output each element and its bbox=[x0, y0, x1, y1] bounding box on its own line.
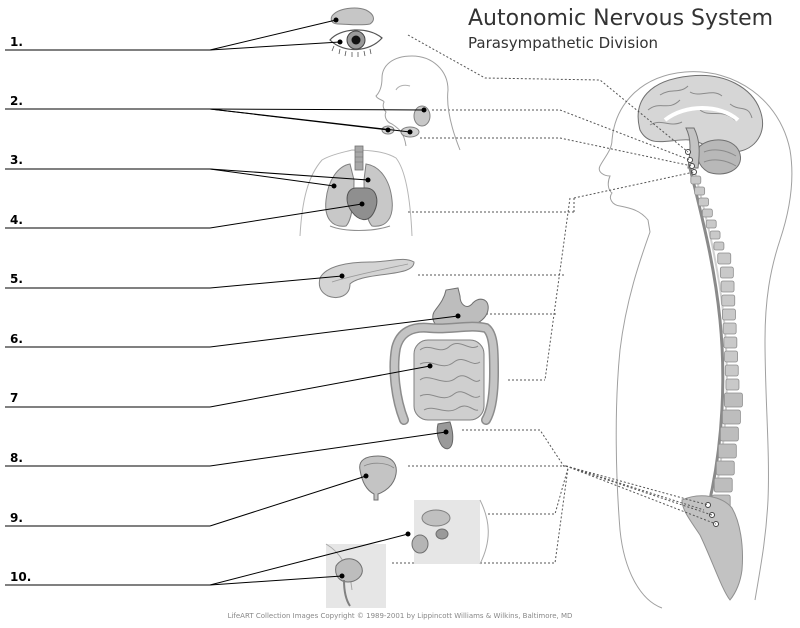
label-number-6: 6. bbox=[10, 332, 23, 346]
head-illustration bbox=[375, 55, 461, 151]
corpus-callosum bbox=[663, 106, 740, 122]
page-title: Autonomic Nervous System bbox=[468, 6, 774, 31]
stomach-illustration bbox=[432, 287, 489, 331]
label-number-2: 2. bbox=[10, 94, 23, 108]
label-number-4: 4. bbox=[10, 213, 23, 227]
leader-lines bbox=[209, 19, 459, 586]
vertebra bbox=[725, 378, 740, 391]
vertebra bbox=[705, 219, 717, 229]
vertebra bbox=[722, 308, 736, 321]
bladder-illustration bbox=[359, 455, 397, 501]
back-outline bbox=[754, 149, 793, 601]
vertebra bbox=[690, 175, 702, 185]
label-number-8: 8. bbox=[10, 451, 23, 465]
vertebra bbox=[698, 197, 709, 207]
vertebra bbox=[722, 322, 737, 335]
leader-endpoints bbox=[331, 17, 461, 579]
torso-illustration bbox=[299, 145, 413, 237]
vertebra bbox=[720, 280, 735, 293]
male-reproductive-illustration bbox=[411, 499, 489, 565]
vertebra bbox=[719, 266, 734, 279]
vertebra bbox=[724, 364, 739, 377]
body-outline bbox=[598, 71, 791, 609]
label-number-1: 1. bbox=[10, 35, 23, 49]
vertebra bbox=[719, 426, 739, 442]
vertebra bbox=[709, 230, 721, 240]
body-silhouette bbox=[598, 71, 793, 609]
trachea bbox=[354, 145, 364, 171]
vertebral-column bbox=[690, 175, 743, 510]
vertebra bbox=[722, 409, 741, 425]
vertebra bbox=[721, 294, 736, 307]
eye-illustration bbox=[329, 7, 383, 57]
answer-lines bbox=[5, 49, 210, 586]
label-number-5: 5. bbox=[10, 272, 23, 286]
vertebra bbox=[717, 252, 732, 265]
small-intestine bbox=[413, 339, 485, 421]
vertebra bbox=[724, 392, 743, 408]
rectum-illustration bbox=[436, 421, 454, 450]
label-number-7: 7 bbox=[10, 391, 19, 405]
vertebra bbox=[723, 336, 738, 349]
brain-hemisphere bbox=[637, 74, 763, 153]
vertebra bbox=[724, 350, 738, 363]
intestines-illustration bbox=[389, 321, 500, 425]
vertebra bbox=[715, 460, 735, 476]
vertebra bbox=[713, 477, 733, 493]
cerebellum bbox=[696, 139, 741, 175]
page-subtitle: Parasympathetic Division bbox=[468, 34, 659, 52]
vertebra bbox=[694, 186, 706, 196]
copyright-notice: LifeART Collection Images Copyright © 19… bbox=[227, 612, 573, 620]
label-number-3: 3. bbox=[10, 153, 23, 167]
brain bbox=[637, 74, 763, 175]
vertebra bbox=[717, 443, 737, 459]
sacrum bbox=[681, 495, 743, 601]
pancreas-illustration bbox=[318, 258, 415, 298]
vertebra bbox=[713, 241, 725, 251]
label-number-9: 9. bbox=[10, 511, 23, 525]
label-number-10: 10. bbox=[10, 570, 32, 584]
pupil bbox=[351, 35, 361, 45]
vertebra bbox=[701, 208, 713, 218]
nerve-pathways bbox=[392, 34, 717, 564]
